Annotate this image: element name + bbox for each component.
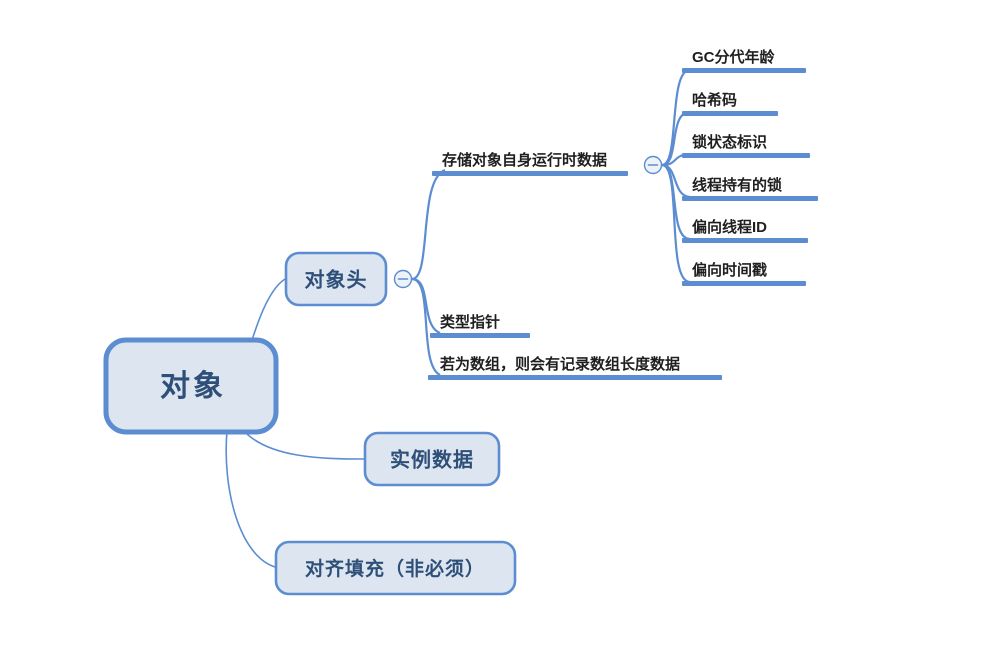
leaf-node-biased-thread-id[interactable]: 偏向线程ID — [682, 218, 808, 243]
leaf-node-biased-timestamp[interactable]: 偏向时间戳 — [682, 261, 806, 286]
leaf-underline — [682, 238, 808, 243]
node-object-header-label: 对象头 — [305, 267, 368, 291]
leaf-underline — [682, 281, 806, 286]
node-array-length-underline — [428, 375, 722, 380]
collapse-toggle-object-header[interactable] — [393, 269, 413, 289]
leaf-underline — [682, 111, 778, 116]
level3-group: 存储对象自身运行时数据 类型指针 若为数组，则会有记录数组长度数据 — [428, 151, 722, 380]
toggle-layer — [393, 155, 663, 289]
leaf-label: 哈希码 — [692, 91, 737, 109]
leaf-underline — [682, 68, 806, 73]
node-type-pointer-label: 类型指针 — [440, 313, 500, 331]
node-array-length[interactable]: 若为数组，则会有记录数组长度数据 — [428, 355, 722, 380]
leaf-underline — [682, 196, 818, 201]
connector-runtime-to-leaf-5 — [661, 163, 691, 284]
node-root[interactable]: 对象 — [103, 337, 279, 435]
level4-group: GC分代年龄 哈希码 锁状态标识 线程持有的锁 偏向线程ID 偏向时间戳 — [682, 48, 818, 286]
node-padding[interactable]: 对齐填充（非必须） — [274, 540, 517, 596]
node-padding-label: 对齐填充（非必须） — [305, 557, 485, 580]
leaf-node-gc-age[interactable]: GC分代年龄 — [682, 48, 806, 73]
connector-header-to-array-length — [411, 277, 441, 376]
leaf-node-thread-lock[interactable]: 线程持有的锁 — [682, 176, 818, 201]
node-type-pointer-underline — [430, 333, 530, 338]
node-root-label: 对象 — [160, 370, 226, 403]
node-runtime-data-label: 存储对象自身运行时数据 — [442, 151, 607, 169]
connector-runtime-to-leaf-4 — [661, 163, 691, 241]
node-runtime-data-underline — [432, 171, 628, 176]
connector-runtime-to-leaf-3 — [661, 163, 691, 199]
leaf-label: 偏向线程ID — [692, 218, 767, 236]
node-object-header[interactable]: 对象头 — [284, 251, 388, 307]
level2-group: 对象头 实例数据 对齐填充（非必须） — [274, 251, 517, 596]
node-array-length-label: 若为数组，则会有记录数组长度数据 — [439, 355, 680, 373]
leaf-label: 偏向时间戳 — [692, 261, 767, 279]
leaf-underline — [682, 153, 810, 158]
node-padding-box — [274, 540, 517, 596]
connector-root-to-instance-data — [242, 429, 366, 460]
connector-header-to-runtime-data — [411, 168, 446, 281]
node-object-header-box — [284, 251, 388, 307]
leaf-label: 锁状态标识 — [692, 133, 767, 151]
leaf-node-hashcode[interactable]: 哈希码 — [682, 91, 778, 116]
node-instance-data-label: 实例数据 — [390, 447, 474, 471]
node-runtime-data[interactable]: 存储对象自身运行时数据 — [432, 151, 628, 176]
node-instance-data-box — [363, 431, 501, 487]
node-instance-data[interactable]: 实例数据 — [363, 431, 501, 487]
connector-layer — [225, 68, 691, 568]
node-type-pointer[interactable]: 类型指针 — [430, 313, 530, 338]
node-root-box — [103, 337, 279, 435]
leaf-label: GC分代年龄 — [692, 48, 776, 66]
collapse-toggle-runtime-data[interactable] — [643, 155, 663, 175]
connector-runtime-to-leaf-0 — [661, 68, 691, 167]
connector-root-to-padding — [225, 430, 276, 568]
leaf-label: 线程持有的锁 — [692, 176, 782, 194]
leaf-node-lock-state[interactable]: 锁状态标识 — [682, 133, 810, 158]
